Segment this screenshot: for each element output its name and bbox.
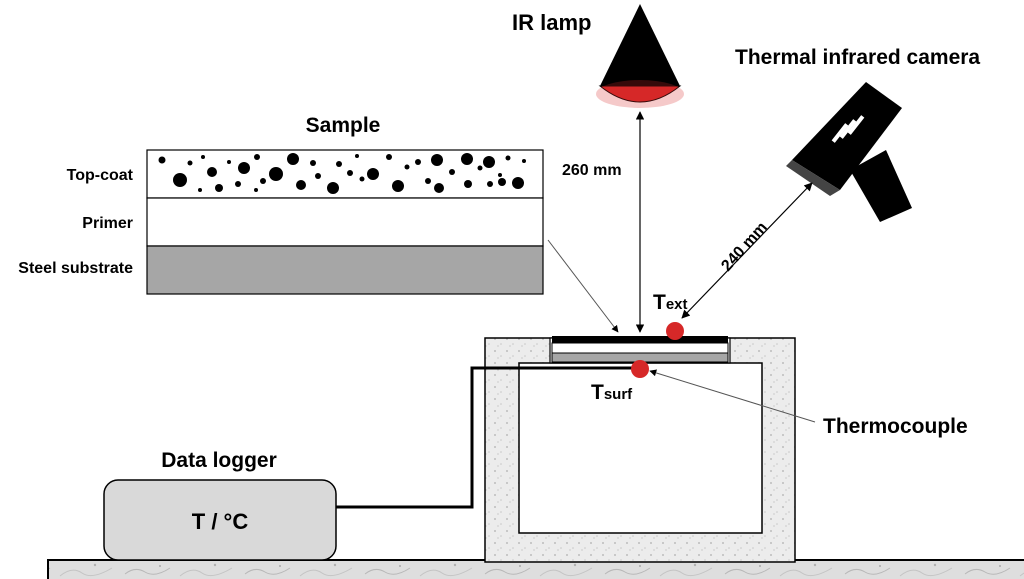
primer-label: Primer xyxy=(82,215,133,232)
thermocouple-wire xyxy=(335,366,640,509)
logger-display: T / °C xyxy=(192,509,249,534)
t-ext-label: Text xyxy=(653,291,688,314)
sample-title: Sample xyxy=(306,114,381,137)
data-logger xyxy=(103,479,337,561)
sample-primer-layer xyxy=(551,342,729,354)
holder-cavity xyxy=(518,362,763,534)
thermal-camera-icon xyxy=(786,82,912,222)
t-surf-sensor xyxy=(631,360,649,378)
bench-surface xyxy=(47,559,1024,579)
thermocouple-label: Thermocouple xyxy=(823,415,968,438)
steel-substrate-label: Steel substrate xyxy=(18,260,133,277)
sample-top-coat-layer xyxy=(552,336,728,343)
top-coat-layer xyxy=(146,149,544,199)
camera-distance-label: 240 mm xyxy=(718,219,771,275)
data-logger-label: Data logger xyxy=(161,449,277,472)
sample-pointer-arrow xyxy=(547,239,619,333)
top-coat-particles xyxy=(158,153,526,194)
lamp-distance-label: 260 mm xyxy=(562,162,622,179)
t-ext-sensor xyxy=(666,322,684,340)
primer-layer xyxy=(146,197,544,247)
thermocouple-arrow xyxy=(649,369,816,423)
thermal-camera-label: Thermal infrared camera xyxy=(735,46,980,69)
ir-lamp-label: IR lamp xyxy=(512,10,591,35)
steel-substrate-layer xyxy=(146,245,544,295)
ir-lamp xyxy=(596,4,684,108)
t-surf-label: Tsurf xyxy=(591,381,633,404)
top-coat-label: Top-coat xyxy=(67,167,134,184)
camera-distance-arrow xyxy=(681,182,813,319)
